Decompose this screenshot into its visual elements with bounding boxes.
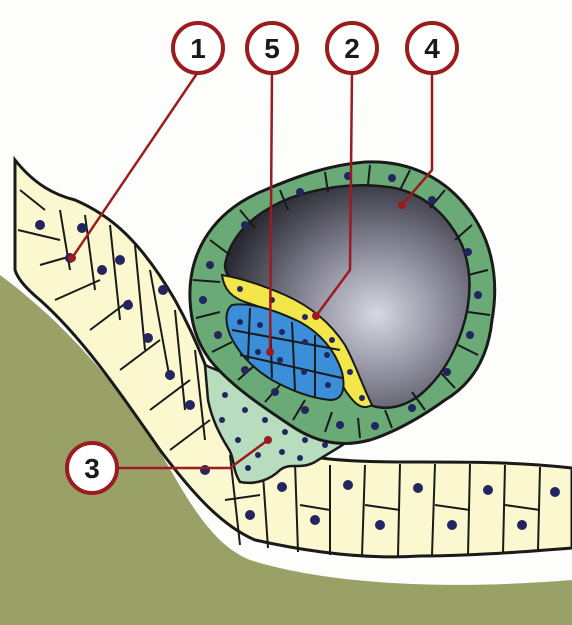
syncytio-nuclei xyxy=(219,392,328,471)
callout-3-label: 3 xyxy=(84,453,100,484)
callout-4: 4 xyxy=(405,21,459,75)
callout-4-label: 4 xyxy=(424,33,440,64)
uterine-stroma xyxy=(0,275,572,625)
callout-3: 3 xyxy=(65,441,119,495)
leader-3 xyxy=(118,438,269,470)
leader-lines xyxy=(68,71,434,470)
callout-1: 1 xyxy=(171,21,225,75)
epithelium-cells xyxy=(17,189,541,557)
leader-5 xyxy=(268,71,274,353)
callout-2: 2 xyxy=(325,21,379,75)
leader-2 xyxy=(314,71,354,317)
leader-1 xyxy=(70,71,200,259)
leader-4-dot xyxy=(398,201,406,209)
uterine-epithelium xyxy=(13,155,572,559)
trophoblast-nuclei xyxy=(199,172,482,430)
callout-2-label: 2 xyxy=(344,33,360,64)
leader-3-dot xyxy=(264,436,272,444)
epiblast-nuclei xyxy=(237,319,331,388)
callout-5: 5 xyxy=(245,21,299,75)
leader-4 xyxy=(401,72,434,206)
callout-5-label: 5 xyxy=(264,33,280,64)
callout-1-label: 1 xyxy=(190,33,206,64)
leader-2-dot xyxy=(312,312,320,320)
leader-1-dot xyxy=(68,254,76,262)
leader-5-dot xyxy=(266,348,274,356)
